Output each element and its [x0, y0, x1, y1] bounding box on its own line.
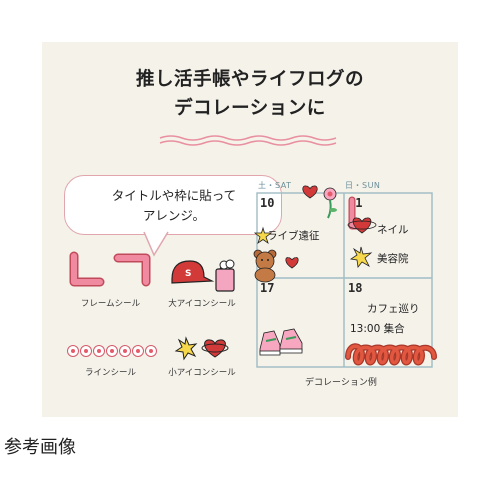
small-star-icon: [253, 226, 273, 245]
date-18: 18: [348, 281, 363, 295]
big-icon-sticker-icon: S: [171, 259, 235, 292]
date-10: 10: [260, 196, 275, 210]
sneakers-icon: [259, 328, 303, 356]
heart-ring-icon: [347, 217, 377, 234]
reference-image-label: 参考画像: [4, 437, 76, 458]
sunday-header: 日・SUN: [345, 181, 381, 190]
teddy-bear-icon: [253, 249, 299, 283]
entry-salon: 美容院: [377, 253, 409, 265]
decoration-example-caption: デコレーション例: [305, 378, 377, 388]
big-icon-sticker-label: 大アイコンシール: [168, 299, 236, 309]
bubble-tail-icon: [143, 231, 169, 257]
frame-sticker-icon: [69, 251, 151, 287]
line-sticker-label: ラインシール: [84, 368, 136, 378]
entry-nail: ネイル: [377, 224, 409, 236]
loop-ribbon-icon: [345, 343, 437, 366]
small-icon-sticker-label: 小アイコンシール: [168, 368, 236, 378]
line-sticker-icon: [67, 345, 157, 357]
wave-divider-icon: [159, 135, 337, 146]
entry-live: ライブ遠征: [267, 230, 320, 242]
headline-line-2: デコレーションに: [174, 98, 326, 119]
bubble-line-2: アレンジ。: [142, 208, 206, 223]
star-burst-icon: [349, 246, 373, 268]
speech-bubble: タイトルや枠に貼って アレンジ。: [64, 175, 282, 235]
headline-line-1: 推し活手帳やライフログの: [135, 69, 364, 90]
calendar-grid: [256, 192, 433, 368]
entry-time: 13:00 集合: [350, 323, 405, 335]
frame-sticker-label: フレームシール: [80, 299, 141, 309]
date-17: 17: [260, 281, 275, 295]
saturday-header: 土・SAT: [258, 181, 292, 190]
bubble-line-1: タイトルや枠に貼って: [111, 188, 237, 203]
entry-cafe: カフェ巡り: [367, 303, 420, 315]
svg-text:S: S: [185, 269, 191, 279]
small-icon-sticker-icon: [174, 336, 229, 361]
flower-heart-decoration-icon: [302, 185, 337, 219]
